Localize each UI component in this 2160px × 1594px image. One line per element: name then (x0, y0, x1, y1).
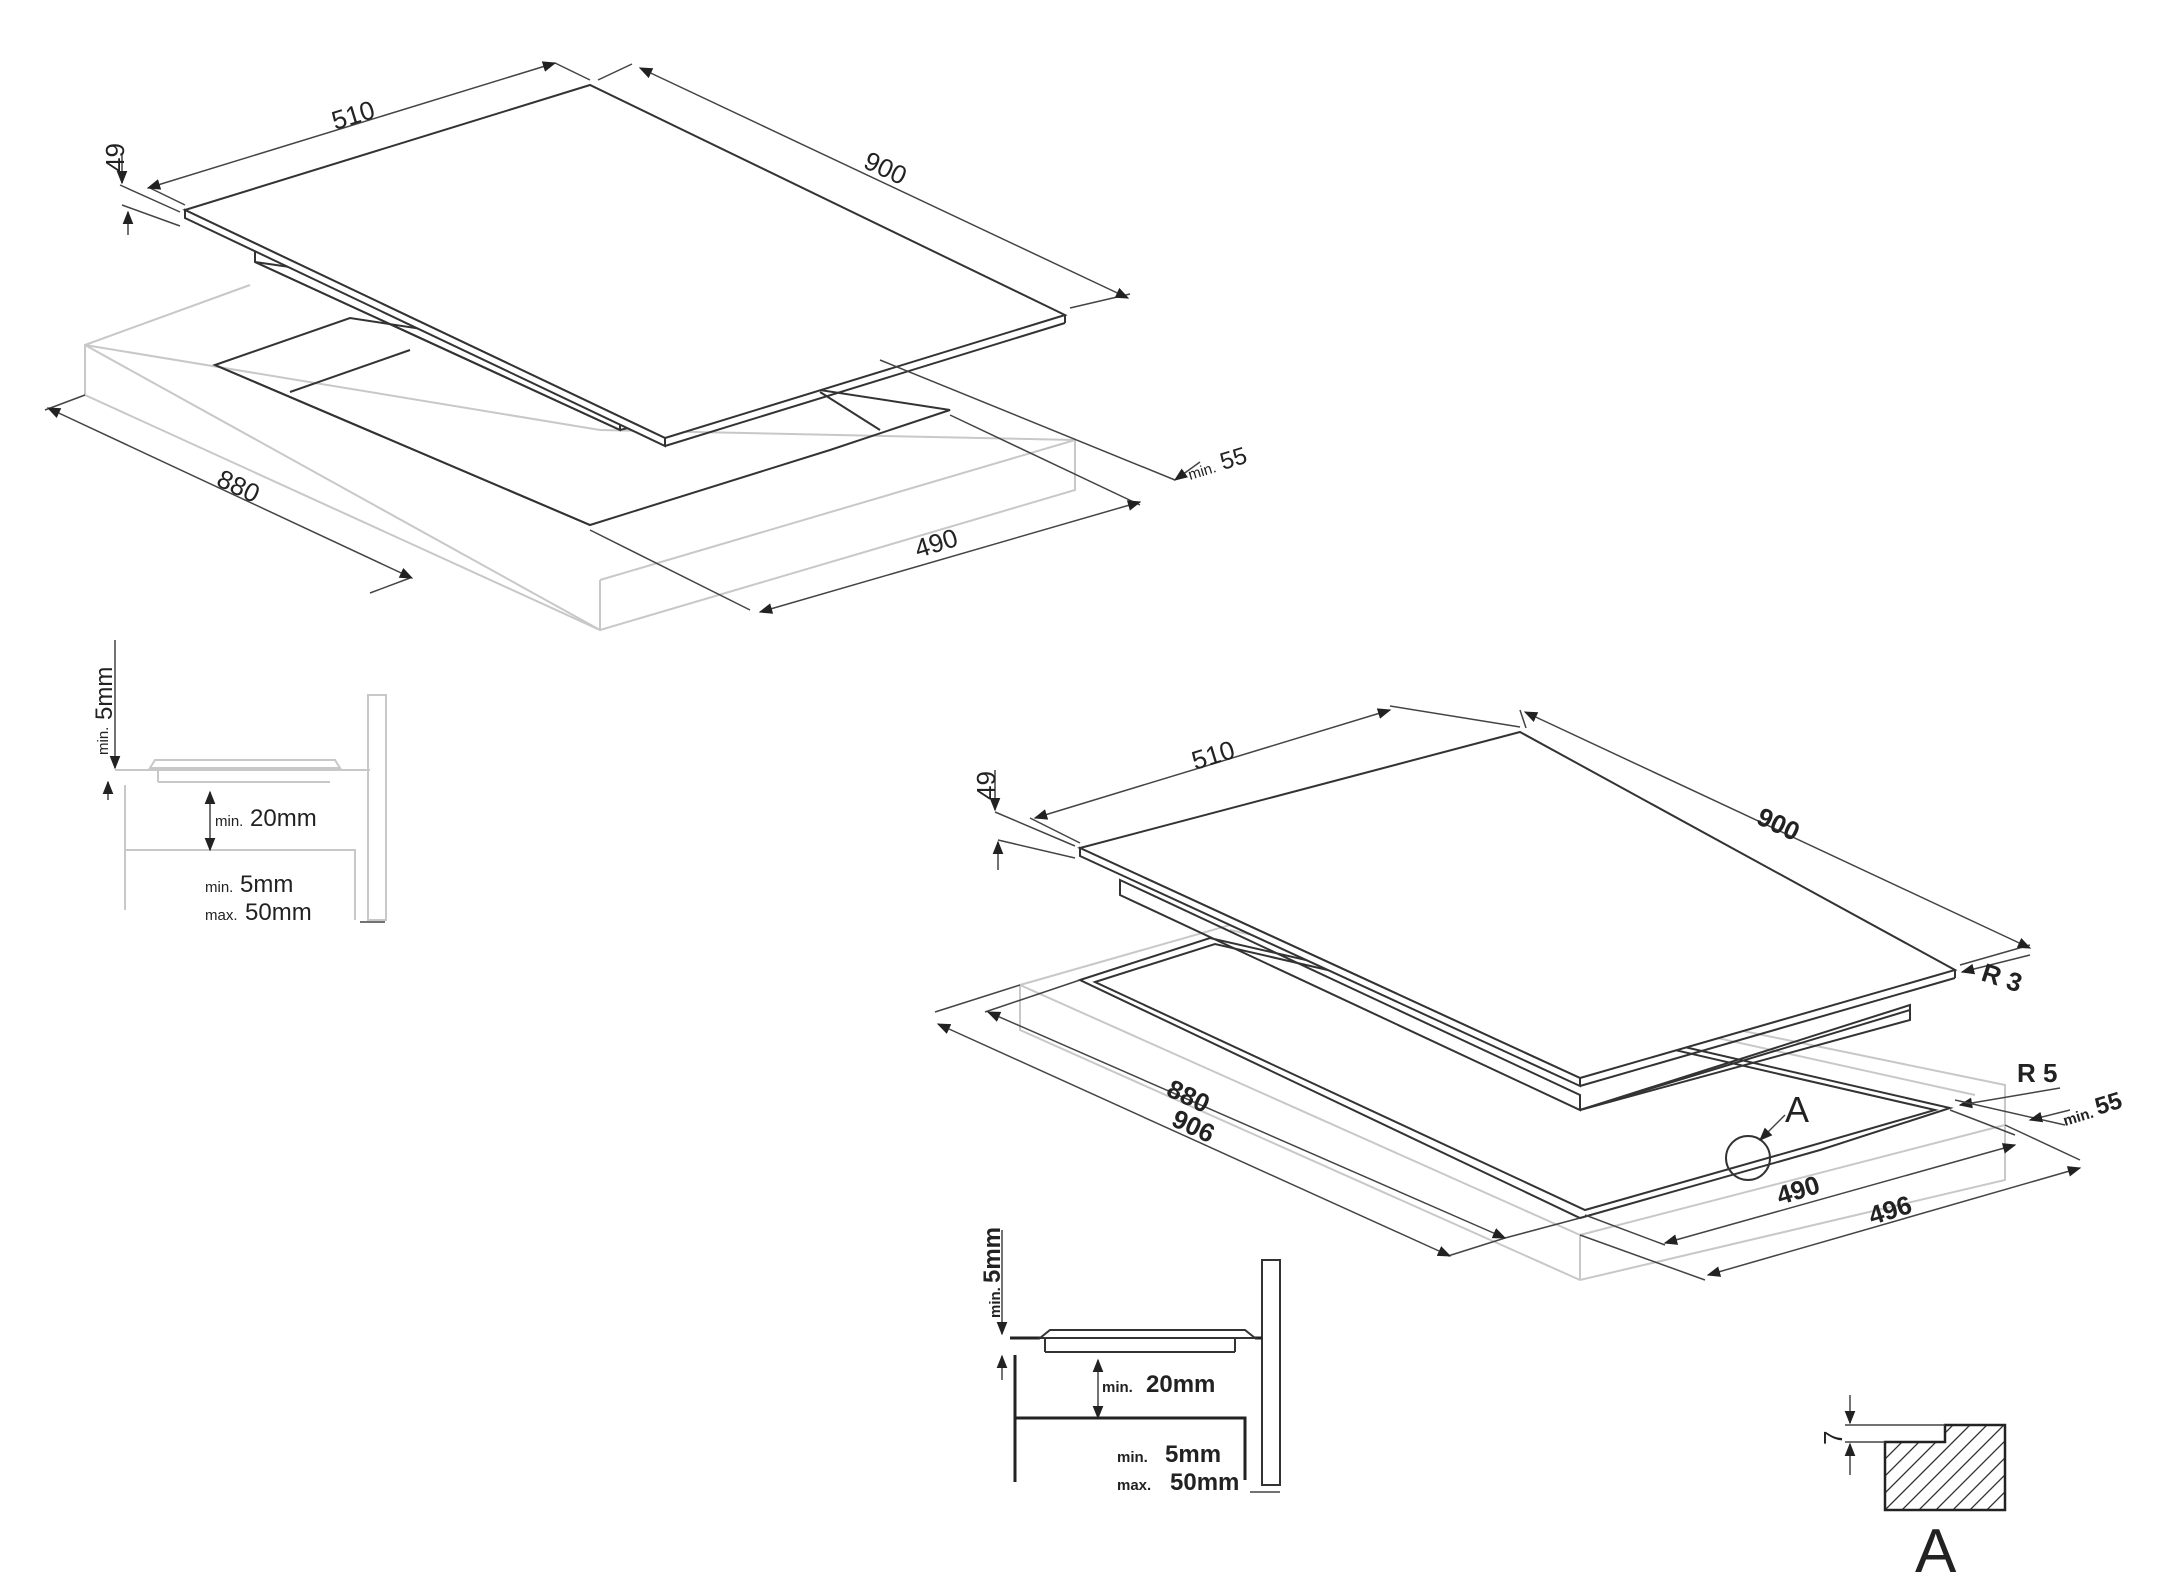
svg-text:880: 880 (212, 463, 264, 509)
svg-text:49: 49 (100, 143, 130, 172)
svg-text:900: 900 (1752, 801, 1804, 847)
svg-text:min.: min. (1117, 1449, 1148, 1466)
svg-text:5mm: 5mm (91, 667, 118, 720)
svg-text:5mm: 5mm (1165, 1441, 1221, 1468)
top-install-view: 510 900 49 880 490 (44, 61, 1250, 632)
flush-dim-min-55: min. 55 (1954, 1087, 2125, 1130)
flush-dim-49: 49 (971, 770, 1076, 870)
svg-text:7: 7 (1818, 1431, 1848, 1445)
svg-text:5mm: 5mm (979, 1227, 1006, 1283)
svg-text:R 5: R 5 (2017, 1058, 2057, 1088)
flush-install-view: 510 900 49 R 3 R 5 (934, 705, 2125, 1282)
svg-text:min.: min. (987, 1287, 1004, 1318)
svg-text:A: A (1785, 1089, 1809, 1130)
svg-text:50mm: 50mm (245, 899, 312, 926)
flush-detail-a-callout: A (1725, 1089, 1809, 1181)
svg-text:20mm: 20mm (1146, 1371, 1215, 1398)
hob-glass-top (182, 83, 1068, 448)
svg-text:55: 55 (1217, 442, 1250, 476)
svg-text:490: 490 (911, 522, 961, 563)
svg-text:5mm: 5mm (240, 871, 293, 898)
svg-text:max.: max. (205, 907, 238, 924)
dim-min-55: min. 55 (879, 359, 1250, 484)
svg-text:510: 510 (1188, 734, 1238, 775)
detail-a: 7 A (1818, 1395, 2007, 1586)
svg-text:R 3: R 3 (1978, 957, 2026, 998)
svg-text:min.: min. (95, 727, 112, 755)
svg-text:min.: min. (205, 879, 233, 896)
svg-text:min.: min. (1186, 459, 1218, 484)
flush-dim-r5: R 5 (1958, 1058, 2061, 1109)
svg-text:min.: min. (2061, 1105, 2095, 1130)
svg-text:490: 490 (1773, 1169, 1823, 1210)
svg-text:A: A (1915, 1517, 1957, 1586)
svg-text:49: 49 (971, 771, 1001, 800)
svg-text:510: 510 (328, 94, 378, 135)
svg-text:55: 55 (2092, 1087, 2125, 1121)
svg-text:min.: min. (1102, 1379, 1133, 1396)
svg-text:50mm: 50mm (1170, 1469, 1239, 1496)
section-left: min. 5mm min. 20mm min. 5mm max. 50mm (91, 640, 387, 926)
svg-text:496: 496 (1865, 1189, 1915, 1230)
dim-49: 49 (100, 143, 181, 235)
svg-text:900: 900 (859, 145, 911, 191)
svg-text:max.: max. (1117, 1477, 1151, 1494)
section-right: min. 5mm min. 20mm min. 5mm max. 50mm (979, 1227, 1281, 1496)
svg-text:20mm: 20mm (250, 805, 317, 832)
svg-text:min.: min. (215, 813, 243, 830)
